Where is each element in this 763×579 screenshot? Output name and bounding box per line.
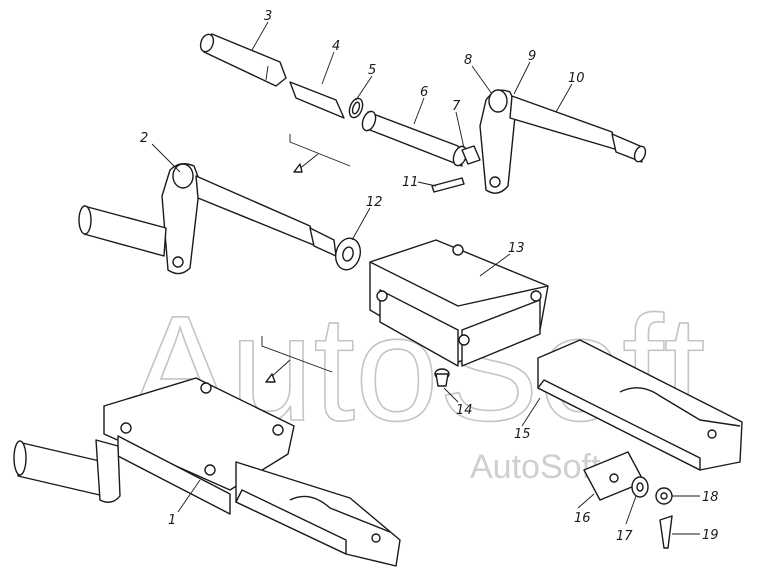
callout-5: 5 [368, 63, 376, 78]
part-14-bolt [434, 368, 450, 387]
part-4-spring [289, 81, 345, 119]
motion-indicators [261, 134, 351, 383]
callout-15: 15 [514, 427, 531, 442]
part-8-lever [479, 89, 517, 194]
callout-1: 1 [168, 513, 176, 528]
callout-16: 16 [574, 511, 591, 526]
callout-4: 4 [332, 39, 340, 54]
callout-11: 11 [402, 175, 419, 190]
callout-12: 12 [366, 195, 383, 210]
base-shaft-stub [13, 439, 121, 503]
callout-6: 6 [420, 85, 428, 100]
callout-13: 13 [508, 241, 525, 256]
callout-10: 10 [568, 71, 585, 86]
part-5-ring [348, 97, 364, 119]
callout-8: 8 [464, 53, 472, 68]
part-16-plate [583, 451, 645, 501]
callout-19: 19 [702, 528, 719, 543]
part-11-cotter [431, 177, 465, 193]
part-6-axle [361, 110, 468, 167]
leader-lines [151, 21, 700, 535]
watermark-secondary: AutoSoft [470, 448, 601, 486]
left-threaded-shaft [195, 175, 337, 257]
callout-18: 18 [702, 490, 719, 505]
part-19-split-pin [659, 515, 673, 549]
callout-7: 7 [452, 99, 461, 114]
part-2-lever [161, 163, 201, 275]
callout-2: 2 [140, 131, 148, 146]
callout-17: 17 [616, 529, 633, 544]
callout-3: 3 [264, 9, 272, 24]
part-7-clip [461, 145, 481, 165]
part-13-bracket [369, 239, 549, 367]
left-shaft-stub [78, 205, 167, 257]
callout-14: 14 [456, 403, 473, 418]
callout-numbers: 1 2 3 4 5 6 7 8 9 10 11 12 13 14 15 16 1… [140, 9, 719, 544]
part-18-nut [655, 487, 673, 505]
part-12-washer [334, 237, 362, 271]
callout-9: 9 [528, 49, 536, 64]
part-1-base-assembly [103, 377, 401, 567]
part-10-threaded-shaft [509, 95, 647, 163]
part-3-pin [199, 33, 287, 87]
part-15-rail [537, 339, 743, 471]
part-17-washer [631, 476, 649, 498]
